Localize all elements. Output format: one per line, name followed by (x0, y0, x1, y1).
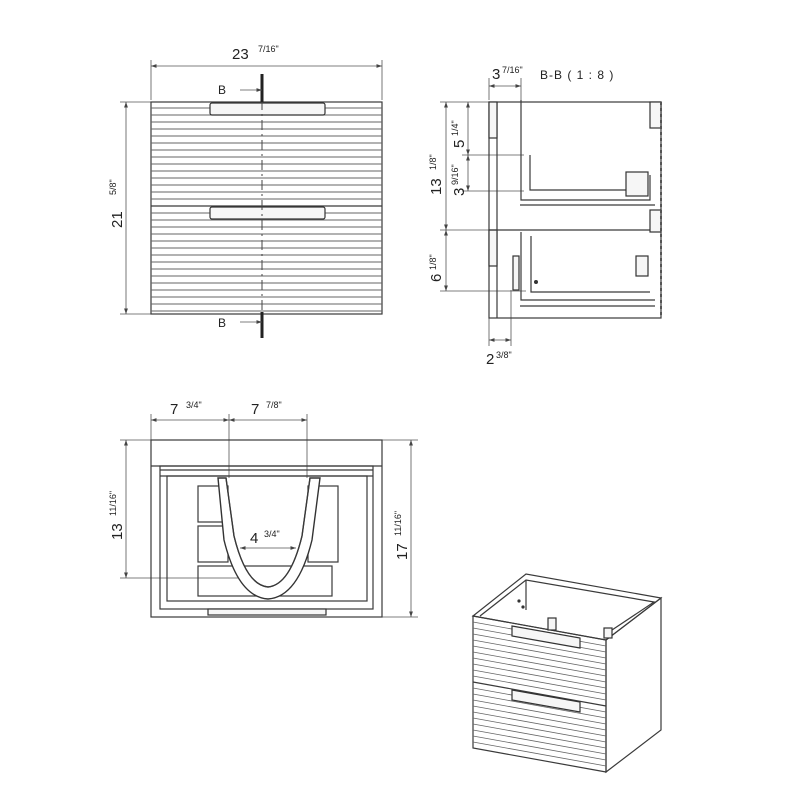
iso-slat-line (472, 735, 607, 761)
iso-slat-line (472, 663, 607, 689)
section-marker-top: B (218, 83, 227, 97)
lower-drawer-back (512, 255, 520, 291)
section-height-whole: 13 (428, 178, 445, 195)
depth-fraction: 11/16" (393, 511, 403, 536)
iso-top-rim (471, 573, 663, 641)
inner-depth-whole: 13 (109, 523, 126, 540)
iso-slat-line (472, 729, 607, 755)
iso-drawer-divider (472, 681, 607, 707)
cabinet-front-body (150, 101, 383, 315)
drawer-dim-fraction: 9/16" (450, 164, 460, 185)
iso-slat-line (472, 669, 607, 695)
left-dim-fraction: 3/4" (186, 400, 202, 410)
iso-slat-line (472, 633, 607, 659)
depth-whole: 17 (394, 543, 411, 560)
iso-slat-line (472, 645, 607, 671)
iso-slat-line (472, 711, 607, 737)
iso-right-side (605, 596, 662, 774)
top-offset-fraction: 7/16" (502, 65, 523, 75)
lower-front-handle (649, 209, 662, 233)
iso-slat-line (472, 639, 607, 665)
iso-inner-bracket-right (603, 627, 613, 639)
upper-drawer-box (520, 100, 651, 201)
section-marker-bottom: B (218, 316, 227, 330)
height-label-fraction: 5/8" (108, 179, 118, 195)
front-view: 23 7/16" 21 5/8" B B (108, 44, 383, 338)
iso-slat-line (472, 717, 607, 743)
top-offset-whole: 3 (492, 66, 500, 83)
iso-slat-line (472, 657, 607, 683)
section-title: B-B ( 1 : 8 ) (540, 68, 614, 82)
upper-dim-fraction: 1/4" (450, 120, 460, 136)
lower-drawer-handle (209, 206, 326, 220)
bottom-offset-whole: 2 (486, 351, 494, 368)
left-dim-whole: 7 (170, 401, 178, 418)
iso-slat-line (472, 723, 607, 749)
lower-dim-whole: 6 (428, 274, 445, 282)
isometric-view (471, 573, 663, 774)
top-view-outline (150, 439, 383, 618)
iso-slat-line (472, 693, 607, 719)
lower-dim-fraction: 1/8" (428, 254, 438, 270)
width-label-fraction: 7/16" (258, 44, 279, 54)
iso-lower-handle (511, 689, 581, 713)
width-label-whole: 23 (232, 46, 249, 63)
cutout-dim-fraction: 7/8" (266, 400, 282, 410)
lower-drawer-box (520, 232, 655, 301)
top-view: 7 3/4" 7 7/8" 13 11/16" 17 11/16" (108, 400, 418, 618)
cutout-depth-fraction: 3/4" (264, 529, 280, 539)
lower-drawer-slide (635, 255, 649, 277)
lower-rail (488, 229, 498, 267)
iso-front (472, 615, 607, 773)
drawer-dim-whole: 3 (451, 188, 468, 196)
cutout-dim-whole: 7 (251, 401, 259, 418)
iso-slat-line (472, 699, 607, 725)
upper-front-handle (649, 101, 662, 129)
plumbing-cutout-inner (225, 477, 311, 588)
height-label-whole: 21 (109, 211, 126, 228)
upper-drawer-handle (209, 102, 326, 116)
iso-screw-1 (517, 599, 521, 603)
upper-dim-whole: 5 (451, 140, 468, 148)
iso-inner-bracket-left (547, 617, 557, 631)
iso-upper-handle (511, 625, 581, 649)
lower-drawer-screw (534, 280, 538, 284)
iso-slat-line (472, 705, 607, 731)
bottom-offset-fraction: 3/8" (496, 350, 512, 360)
upper-rail (488, 101, 498, 139)
iso-slat-line (472, 741, 607, 767)
iso-slat-line (472, 651, 607, 677)
cutout-depth-whole: 4 (250, 530, 258, 547)
iso-slat-line (472, 675, 607, 701)
upper-drawer-slide (625, 171, 649, 197)
top-view-handle (207, 608, 327, 616)
lower-drawer-inner (530, 236, 650, 293)
upper-drawer-inner (529, 155, 645, 191)
inner-depth-fraction: 11/16" (108, 491, 118, 516)
iso-screw-2 (521, 605, 525, 609)
section-height-fraction: 1/8" (428, 154, 438, 170)
section-view-b-b: B-B ( 1 : 8 ) 3 7/16" 13 1/8" 5 1/4" 3 9… (428, 65, 662, 368)
iso-top-inner (479, 579, 656, 635)
